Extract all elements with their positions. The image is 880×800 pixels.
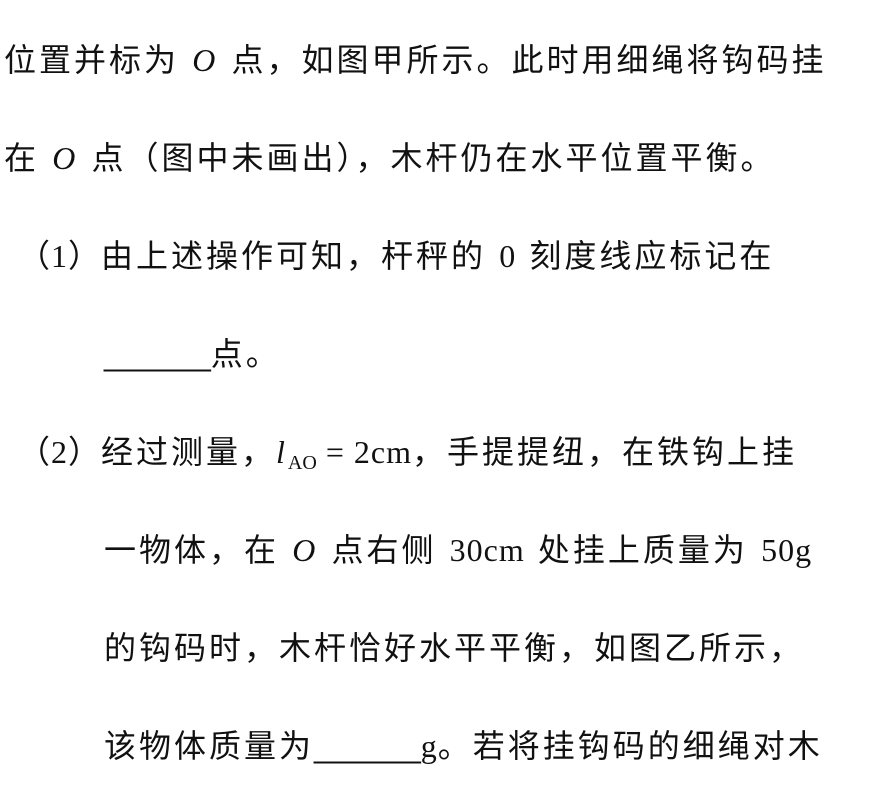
question-1-answer-line: ______点。: [104, 324, 281, 384]
unit-label: g: [420, 728, 438, 764]
text-segment: ，手提提纽，在铁钩上挂: [411, 433, 797, 471]
question-2-line: （2）经过测量，lAO = 2cm，手提提纽，在铁钩上挂: [18, 422, 797, 482]
length-subscript: AO: [287, 452, 317, 474]
question-2-line-3: 的钩码时，木杆恰好水平平衡，如图乙所示，: [104, 618, 804, 678]
point-o-label: O: [52, 140, 79, 176]
point-o-label: O: [292, 532, 319, 568]
length-symbol: l: [276, 434, 288, 470]
question-number: （2）: [18, 434, 102, 470]
text-segment: 一物体，在: [104, 531, 293, 569]
zero-mark: 0: [499, 238, 517, 274]
length-value: = 2cm: [316, 434, 412, 470]
point-o-label: O: [192, 42, 219, 78]
text-segment: 的钩码时，木杆恰好水平平衡，如图乙所示，: [104, 629, 805, 667]
text-segment: 由上述操作可知，杆秤的: [101, 237, 500, 275]
text-segment: 该物体质量为: [104, 727, 315, 765]
text-segment: 处挂上质量为: [524, 531, 762, 569]
text-segment: 刻度线应标记在: [516, 237, 775, 275]
text-segment: 点右侧: [318, 531, 450, 569]
text-segment: 在: [4, 139, 53, 177]
question-number: （1）: [18, 238, 102, 274]
text-segment: 点，如图甲所示。此时用细绳将钩码挂: [218, 41, 827, 79]
question-1-line: （1）由上述操作可知，杆秤的 0 刻度线应标记在: [18, 226, 774, 286]
text-segment: 点（图中未画出），木杆仍在水平位置平衡。: [78, 139, 776, 177]
text-segment: 点。: [210, 335, 281, 373]
mass-value: 50g: [761, 532, 813, 568]
text-segment: 。若将挂钩码的细绳对木: [437, 727, 823, 765]
answer-blank: ______: [314, 728, 421, 764]
text-line-2: 在 O 点（图中未画出），木杆仍在水平位置平衡。: [4, 128, 775, 188]
question-2-line-4: 该物体质量为______g。若将挂钩码的细绳对木: [104, 716, 823, 776]
distance-value: 30cm: [449, 532, 525, 568]
question-2-line-2: 一物体，在 O 点右侧 30cm 处挂上质量为 50g: [104, 520, 812, 580]
answer-blank: ______: [104, 336, 211, 372]
text-segment: 经过测量，: [101, 433, 277, 471]
text-segment: 位置并标为: [4, 41, 193, 79]
text-line-1: 位置并标为 O 点，如图甲所示。此时用细绳将钩码挂: [4, 30, 826, 90]
